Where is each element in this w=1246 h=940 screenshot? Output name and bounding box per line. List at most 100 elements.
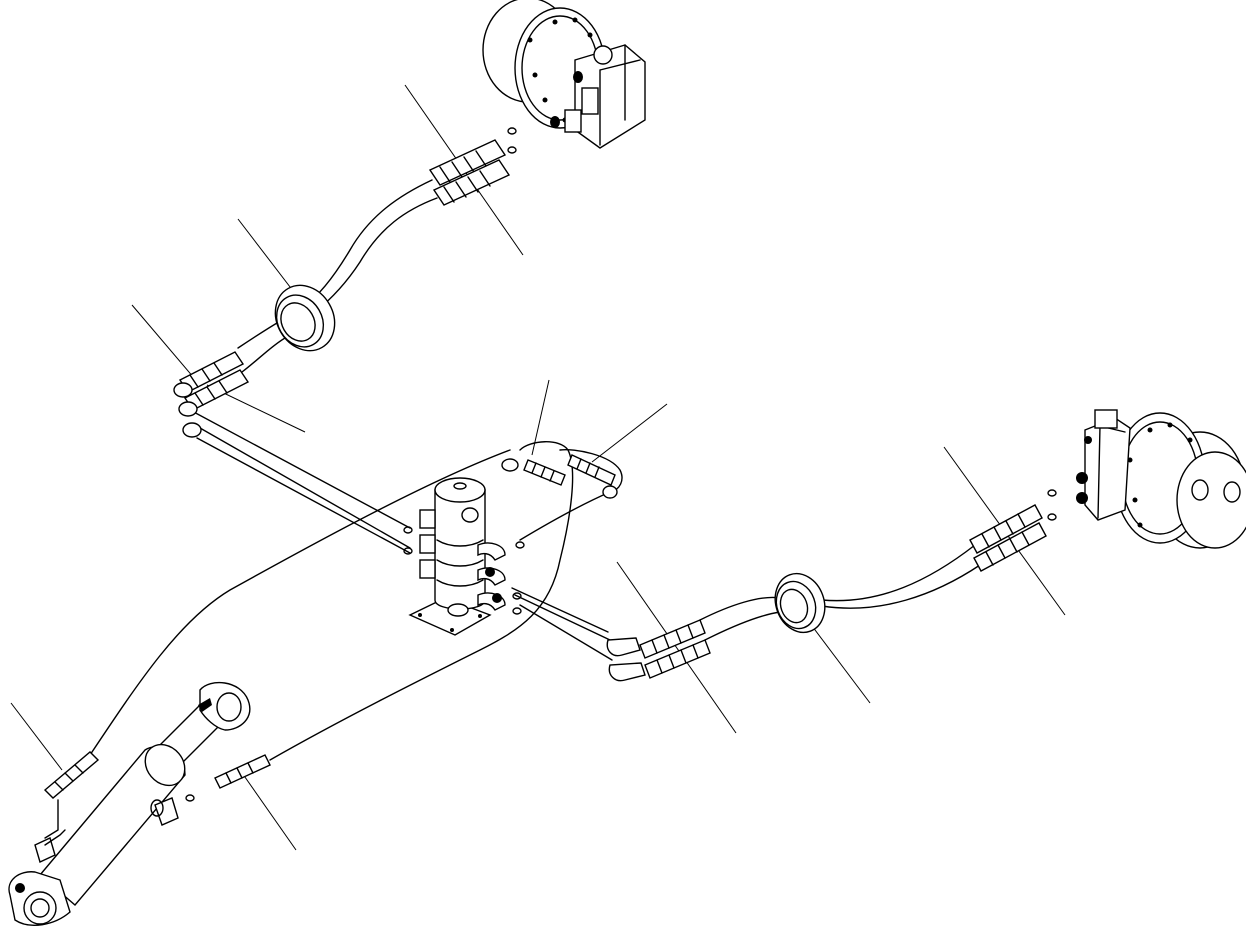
fitting-right-motor-1-ribs [981, 513, 1026, 548]
swivel-port-left-3 [419, 559, 436, 579]
fitting-upper-motor-1-ribs [439, 150, 487, 183]
motor-upper-cap [593, 45, 613, 65]
swivel-face-port [461, 507, 479, 523]
cylinder-rod-eye-grease [198, 698, 212, 712]
elbow-center-right [602, 485, 618, 499]
leader-line-cylinder-left-fitting [10, 702, 63, 771]
grommet-icon [774, 572, 826, 634]
swivel-bands [436, 539, 484, 587]
elbow-upper-left-1 [173, 382, 193, 398]
grommet-upper-inner [275, 294, 325, 348]
elbow-lower-middle-1 [606, 637, 641, 657]
o-ring-right-2 [1047, 513, 1057, 521]
cylinder-port-right-ring [150, 799, 164, 817]
swivel-port-left-1 [419, 509, 436, 529]
fitting-right-motor-1 [969, 504, 1043, 554]
swivel-port-dark-2 [492, 593, 502, 603]
motor-right-valve-block [1084, 417, 1131, 521]
hose-lower-b [519, 604, 613, 661]
swivel-elbow-right-1 [477, 542, 506, 561]
hoses [89, 179, 981, 761]
motor-right-hole-1 [1191, 479, 1209, 501]
grommet-right-hole [779, 588, 809, 624]
hose-lower-d [699, 596, 781, 621]
hose-lower-a [514, 594, 611, 641]
leader-line-lower-middle-fittings [616, 561, 737, 734]
o-ring-cylinder [185, 794, 195, 802]
swivel-bottom-port [447, 603, 469, 617]
hose-fitting-icon [173, 351, 250, 438]
fitting-center-top [523, 459, 566, 486]
hose-lower-e [704, 611, 781, 641]
motor-right-top-block [1094, 409, 1118, 429]
hose-fitting-icon [428, 139, 511, 206]
leader-line-upper-grommet [237, 218, 301, 301]
motor-upper-port-2 [564, 109, 582, 133]
o-ring-swivel-4 [512, 592, 522, 600]
motor-right-port-2 [1076, 492, 1088, 504]
o-ring-swivel-5 [512, 607, 522, 615]
motor-right-bolts [1127, 422, 1193, 528]
swivel-port-left-2 [419, 534, 436, 554]
swivel-port-dark-1 [485, 567, 495, 577]
fitting-right-motor-2-ribs [985, 531, 1030, 566]
fitting-cylinder-right [214, 754, 271, 789]
o-ring-right-1 [1047, 489, 1057, 497]
swivel-base-plate [408, 597, 492, 636]
swivel-top-boss [453, 482, 467, 490]
cylinder-rod-eye-hole [216, 692, 242, 722]
fitting-upper-left-1-ribs [189, 362, 223, 388]
hose-fitting-icon [969, 504, 1047, 572]
elbow-lower-middle-2 [608, 662, 646, 682]
swivel-joint-icon [408, 477, 506, 636]
leader-line-center-top-fitting [531, 379, 550, 456]
leader-line-cylinder-right-fitting [239, 769, 297, 851]
travel-motor-icon [482, 0, 646, 149]
fitting-upper-motor-2-ribs [443, 170, 491, 203]
fitting-lower-middle-2-ribs [656, 644, 699, 674]
motor-right-cap [1176, 451, 1246, 549]
travel-motor-icon [1076, 409, 1246, 549]
cylinder-port-right [154, 797, 179, 826]
o-ring-upper-2 [507, 146, 517, 154]
o-ring-swivel-3 [515, 541, 525, 549]
hose-upper-e [189, 409, 411, 529]
elbow-upper-left-3 [182, 422, 202, 438]
motor-right-port-1 [1076, 472, 1088, 484]
hose-lower-c [511, 587, 609, 633]
swivel-top [434, 477, 486, 503]
motor-upper-port-4 [550, 116, 560, 128]
hose-upper-b [314, 197, 438, 313]
motor-upper-port-3 [573, 71, 583, 83]
hose-upper-f [199, 427, 411, 549]
hose-upper-a [304, 179, 433, 306]
fitting-lower-middle-1 [639, 619, 706, 659]
o-ring-swivel-2 [403, 547, 413, 555]
hose-upper-c [237, 319, 283, 349]
hose-right-b [821, 564, 981, 609]
cylinder-port-left-line [44, 829, 66, 846]
hose-fitting-icon [606, 619, 711, 682]
hose-fitting-icon [43, 751, 271, 799]
hose-center-loop [519, 448, 623, 541]
leader-line-center-right-fitting [591, 403, 668, 463]
hose-upper-g [196, 437, 411, 554]
grommet-upper-hole [280, 302, 316, 342]
fitting-cylinder-left-ribs [54, 764, 84, 791]
cylinder-left-tube [44, 799, 59, 839]
hose-right-a [821, 544, 976, 602]
o-ring-upper-1 [507, 127, 517, 135]
fitting-lower-middle-2 [644, 639, 711, 679]
fitting-center-top-ribs [531, 462, 555, 482]
elbow-upper-left-2 [178, 401, 198, 417]
cylinder-base-grease [15, 883, 25, 893]
elbow-center-top [501, 458, 519, 472]
fitting-upper-left-2-ribs [194, 380, 228, 406]
motor-right-port-3 [1084, 436, 1092, 444]
cylinder-barrel-head [144, 743, 186, 787]
cylinder-base-eye-boss [23, 891, 57, 925]
motor-right-hole-2 [1223, 481, 1241, 503]
hydraulic-cylinder-icon [8, 681, 251, 926]
o-ring-swivel-1 [403, 526, 413, 534]
